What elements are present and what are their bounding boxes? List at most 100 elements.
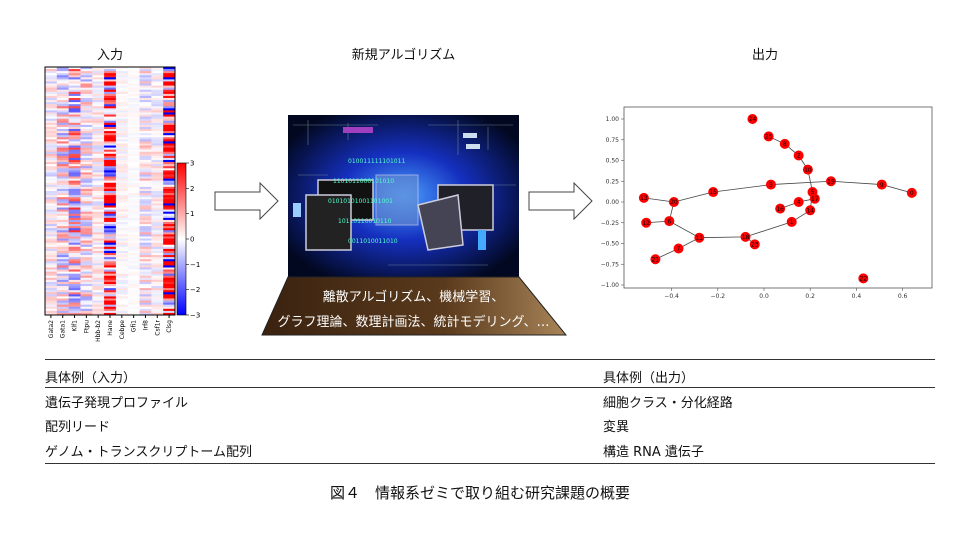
heatmap-cell <box>92 184 105 188</box>
heatmap-cell <box>104 257 117 260</box>
heatmap-cell <box>104 83 117 86</box>
heatmap-cell <box>163 114 176 117</box>
heatmap-cell <box>151 207 164 210</box>
heatmap-cell <box>115 195 129 198</box>
graph-node-label: 16 <box>776 206 784 213</box>
heatmap-cell <box>104 306 117 310</box>
heatmap-cell <box>45 300 58 303</box>
heatmap-cell <box>115 312 129 316</box>
heatmap-cell <box>92 296 105 299</box>
heatmap-cell <box>139 77 152 80</box>
heatmap-cell <box>127 259 140 262</box>
graph-edge <box>673 191 714 203</box>
heatmap-cell <box>104 300 117 303</box>
heatmap-cell <box>115 224 129 227</box>
heatmap-cell <box>68 155 81 159</box>
heatmap-cell <box>115 108 129 111</box>
heatmap-cell <box>139 133 152 136</box>
heatmap-cell <box>56 73 69 76</box>
heatmap-cell <box>56 302 69 305</box>
heatmap-cell <box>139 139 152 142</box>
graph-node <box>809 193 820 204</box>
heatmap-cell <box>127 271 140 274</box>
table-cell: 遺伝子発現プロファイル <box>45 396 189 411</box>
heatmap-cell <box>127 120 140 124</box>
heatmap-cell <box>45 155 58 159</box>
heatmap-cell <box>104 131 117 134</box>
heatmap-cell <box>45 141 58 144</box>
heatmap-cell <box>68 215 81 219</box>
heatmap-cell <box>45 257 58 260</box>
heatmap-cell <box>56 176 69 179</box>
heatmap-cell <box>139 83 152 86</box>
heatmap-cell <box>127 294 140 297</box>
heatmap-cell <box>56 131 69 134</box>
heatmap-cell <box>92 147 105 150</box>
heatmap-cell <box>68 122 81 126</box>
heatmap-cell <box>56 246 69 250</box>
heatmap-cell <box>68 143 81 146</box>
heatmap-cell <box>115 126 129 130</box>
heatmap-cell <box>151 275 164 279</box>
heatmap-cell <box>139 81 152 84</box>
heatmap-cell <box>163 81 176 84</box>
heatmap-cell <box>151 77 164 80</box>
heatmap-cell <box>68 164 81 167</box>
heatmap-cell <box>163 83 176 86</box>
heatmap-cell <box>80 230 93 233</box>
heatmap-cell <box>56 162 69 165</box>
heatmap-cell <box>127 164 140 167</box>
heatmap-cell <box>45 104 58 107</box>
heatmap-cell <box>68 180 81 184</box>
heatmap-cell <box>163 188 176 192</box>
heatmap-cell <box>163 201 176 204</box>
heatmap-cell <box>127 195 140 198</box>
heatmap-cell <box>56 292 69 295</box>
heatmap-cell <box>45 236 58 239</box>
heatmap-cell <box>151 290 164 293</box>
heatmap-cell <box>45 153 58 157</box>
heatmap-cell <box>104 69 117 72</box>
heatmap-cell <box>104 75 117 78</box>
heatmap-cell <box>115 184 129 188</box>
heatmap-cell <box>56 284 69 287</box>
heatmap-cell <box>163 257 176 260</box>
heatmap-cell <box>139 277 152 281</box>
output-heading: 出力 <box>751 48 778 63</box>
heatmap-cell <box>45 312 58 316</box>
heatmap-cell <box>92 104 105 107</box>
heatmap-cell <box>127 255 140 258</box>
heatmap-cell <box>92 226 105 229</box>
heatmap-cell <box>163 195 176 198</box>
heatmap-cell <box>115 288 129 291</box>
heatmap-cell <box>80 294 93 297</box>
heatmap-cell <box>56 213 69 217</box>
heatmap-cell <box>68 298 81 301</box>
heatmap-cell <box>139 85 152 88</box>
heatmap-cell <box>80 290 93 293</box>
heatmap-cell <box>163 246 176 250</box>
heatmap-cell <box>45 271 58 274</box>
heatmap-cell <box>92 257 105 260</box>
heatmap-cell <box>104 100 117 103</box>
heatmap-cell <box>56 310 69 314</box>
heatmap-cell <box>56 149 69 153</box>
heatmap-cell <box>45 195 58 198</box>
graph-edge <box>745 221 792 238</box>
heatmap-cell <box>163 217 176 221</box>
heatmap-cell <box>80 95 93 99</box>
graph-node-label: 25 <box>765 134 773 141</box>
heatmap-cell <box>92 193 105 196</box>
y-tick-label: 1.00 <box>606 116 620 123</box>
heatmap-cell <box>163 205 176 208</box>
heatmap-cell <box>68 191 81 194</box>
heatmap-cell <box>68 166 81 169</box>
heatmap-cell <box>45 199 58 202</box>
heatmap-cell <box>163 267 176 270</box>
heatmap-cell <box>104 137 117 140</box>
heatmap-cell <box>104 248 117 252</box>
heatmap-cell <box>104 186 117 190</box>
heatmap-cell <box>92 98 105 101</box>
heatmap-cell <box>80 87 93 91</box>
heatmap-cell <box>163 226 176 229</box>
